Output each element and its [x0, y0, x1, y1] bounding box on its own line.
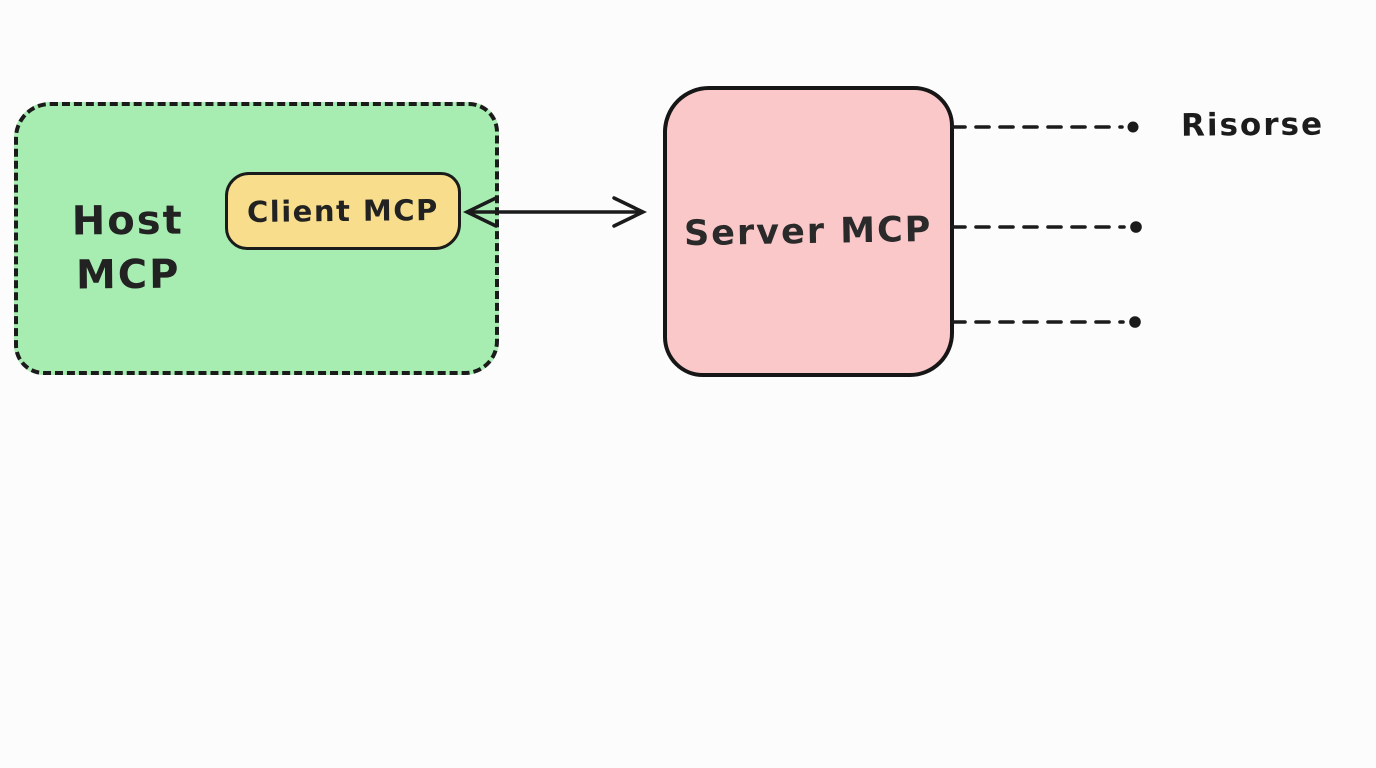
- dashed-connector-3: [950, 316, 1141, 328]
- dot-endpoint-3: [1129, 316, 1141, 328]
- dot-endpoint-1: [1127, 121, 1139, 133]
- server-mcp-label: Server MCP: [683, 209, 934, 254]
- client-mcp-label: Client MCP: [246, 192, 440, 230]
- host-mcp-node: Host MCP Client MCP: [14, 102, 499, 375]
- client-mcp-node: Client MCP: [225, 172, 461, 250]
- host-label-line2: MCP: [75, 251, 181, 299]
- dashed-connector-2: [950, 221, 1142, 233]
- dashed-connector-1: [950, 121, 1139, 133]
- resources-label: Risorse: [1180, 106, 1325, 144]
- dot-endpoint-2: [1130, 221, 1142, 233]
- server-mcp-node: Server MCP: [663, 86, 954, 377]
- host-mcp-label: Host MCP: [48, 193, 209, 302]
- host-label-line1: Host: [71, 197, 184, 245]
